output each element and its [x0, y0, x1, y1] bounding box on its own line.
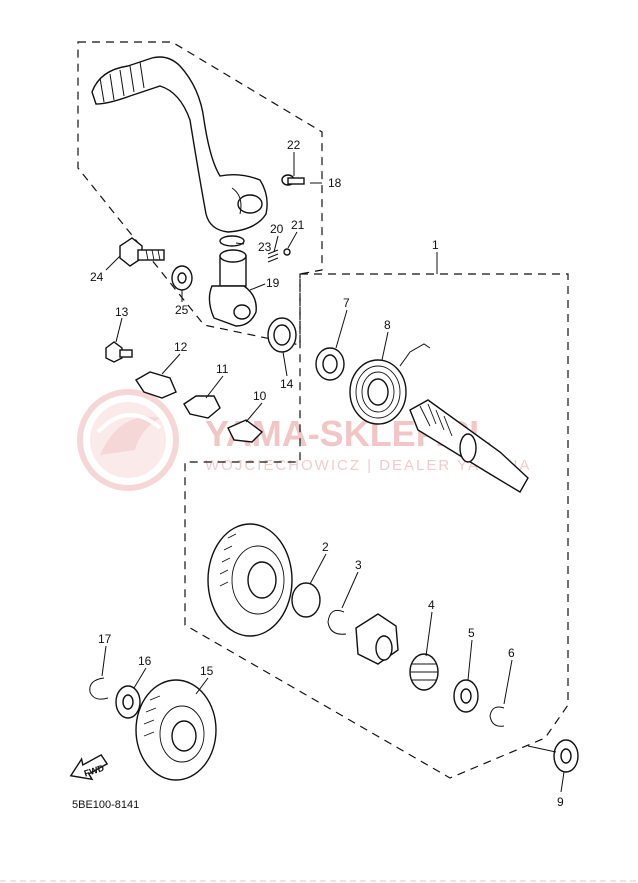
label-20: 20 — [270, 222, 284, 236]
washer-2 — [291, 582, 321, 618]
label-15: 15 — [200, 664, 214, 678]
torsion-spring-8 — [349, 343, 431, 425]
label-16: 16 — [138, 654, 152, 668]
label-1: 1 — [432, 238, 439, 252]
gear-15 — [135, 679, 217, 781]
label-10: 10 — [253, 389, 267, 403]
label-24: 24 — [90, 270, 104, 284]
washer-16 — [115, 685, 141, 719]
label-8: 8 — [384, 318, 391, 332]
label-22: 22 — [287, 138, 301, 152]
watermark-sub: WOJCIECHOWICZ | DEALER YAMAHA — [205, 457, 531, 474]
bolt-22 — [281, 174, 305, 186]
kick-axle-assembly-box — [184, 273, 569, 779]
label-17: 17 — [98, 632, 112, 646]
label-2: 2 — [322, 540, 329, 554]
guide-11 — [183, 395, 221, 419]
watermark-logo — [77, 389, 179, 491]
circlip-3 — [327, 609, 347, 635]
spacer-7 — [315, 347, 345, 381]
label-4: 4 — [428, 598, 435, 612]
plate-12 — [135, 371, 177, 399]
bolt-13 — [105, 341, 133, 363]
label-13: 13 — [115, 305, 129, 319]
kick-lever-group-box — [77, 41, 323, 346]
circlip-6 — [489, 706, 505, 727]
label-6: 6 — [508, 646, 515, 660]
part-labels: 1 2 3 4 5 6 7 8 9 10 11 12 13 14 15 16 1… — [90, 138, 564, 809]
washer-9 — [553, 739, 579, 773]
ball-21 — [283, 248, 291, 256]
label-12: 12 — [174, 340, 188, 354]
oil-seal-14 — [267, 317, 297, 353]
label-3: 3 — [355, 558, 362, 572]
washer-5 — [453, 679, 479, 713]
bolt-24 — [119, 237, 165, 267]
label-9: 9 — [557, 795, 564, 809]
washer-23 — [219, 235, 245, 247]
diagram-code: 5BE100-8141 — [72, 799, 139, 811]
clip-10 — [227, 419, 264, 443]
label-7: 7 — [343, 296, 350, 310]
kick-idle-gear-15 — [207, 523, 293, 637]
ratchet-wheel — [355, 613, 399, 665]
spring-4 — [409, 653, 439, 691]
circlip-17 — [89, 677, 109, 700]
label-19: 19 — [266, 276, 280, 290]
label-5: 5 — [468, 626, 475, 640]
washer-25 — [171, 265, 193, 291]
spring-20 — [267, 249, 279, 263]
label-23: 23 — [258, 240, 272, 254]
label-21: 21 — [291, 218, 305, 232]
fwd-arrow: FWD — [69, 754, 109, 781]
label-18: 18 — [328, 176, 342, 190]
kick-boss-19 — [208, 249, 257, 327]
kick-axle-1 — [409, 399, 529, 493]
label-25: 25 — [175, 303, 189, 317]
label-11: 11 — [216, 362, 229, 376]
label-14: 14 — [280, 377, 294, 391]
leader-lines — [101, 152, 565, 793]
kick-lever — [91, 56, 268, 233]
